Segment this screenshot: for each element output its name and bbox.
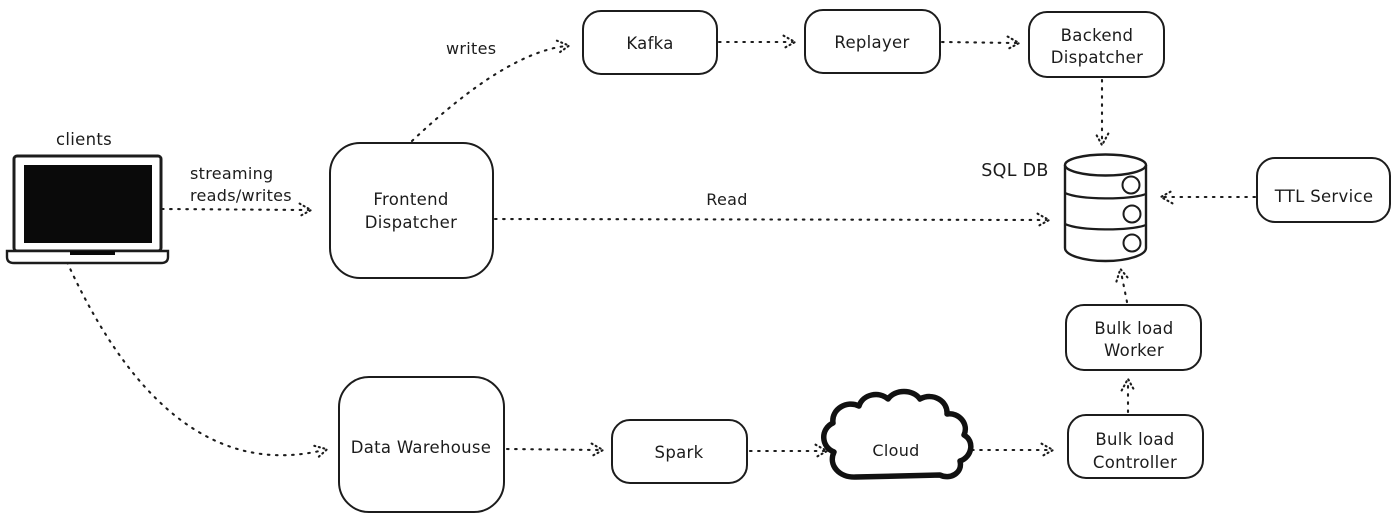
database-dot-1 bbox=[1121, 175, 1141, 195]
kafka-label: Kafka bbox=[626, 34, 673, 53]
node-replayer: Replayer bbox=[804, 9, 941, 74]
arrow-clients-to-data-warehouse bbox=[65, 260, 324, 455]
arrow-frontend-dispatcher-to-kafka bbox=[410, 46, 566, 143]
bulk-load-worker-label-line1: Bulk load bbox=[1094, 319, 1173, 338]
node-spark: Spark bbox=[611, 419, 748, 484]
arrow-frontend-dispatcher-read-to-sql-db bbox=[493, 219, 1046, 220]
data-warehouse-box bbox=[338, 376, 505, 513]
edge-label-read: Read bbox=[706, 190, 747, 209]
arrow-data-warehouse-to-spark bbox=[505, 449, 600, 450]
arrow-bulk-load-worker-to-sql-db bbox=[1121, 272, 1127, 304]
node-backend-dispatcher: Backend Dispatcher bbox=[1028, 11, 1165, 78]
database-top bbox=[1063, 153, 1148, 177]
database-divider-2 bbox=[1064, 222, 1147, 231]
backend-dispatcher-label-line1: Backend bbox=[1061, 26, 1134, 45]
cloud-label: Cloud bbox=[872, 441, 919, 460]
spark-box bbox=[611, 419, 748, 484]
backend-dispatcher-label-line2: Dispatcher bbox=[1051, 48, 1143, 67]
node-bulk-load-controller: Bulk load Controller bbox=[1067, 414, 1204, 479]
bulk-load-worker-label-line2: Worker bbox=[1104, 341, 1164, 360]
replayer-label: Replayer bbox=[834, 33, 909, 52]
node-kafka: Kafka bbox=[582, 10, 718, 75]
laptop-base bbox=[5, 249, 170, 265]
bulk-load-worker-box bbox=[1065, 304, 1202, 371]
ttl-service-label: TTL Service bbox=[1274, 187, 1374, 206]
node-frontend-dispatcher: Frontend Dispatcher bbox=[329, 142, 494, 279]
clients-label: clients bbox=[56, 130, 112, 149]
cloud-icon bbox=[821, 388, 974, 480]
edge-label-streaming-line1: streaming bbox=[190, 164, 274, 183]
sql-db-label: SQL DB bbox=[981, 161, 1048, 181]
backend-dispatcher-box bbox=[1028, 11, 1165, 78]
data-warehouse-label: Data Warehouse bbox=[351, 438, 492, 457]
bulk-load-controller-label-line2: Controller bbox=[1093, 453, 1177, 472]
database-dot-2 bbox=[1122, 204, 1142, 224]
edge-label-streaming-line2: reads/writes bbox=[190, 186, 292, 205]
node-sql-db: SQL DB bbox=[981, 153, 1148, 263]
node-ttl-service: TTL Service bbox=[1256, 157, 1391, 223]
kafka-box bbox=[582, 10, 718, 75]
frontend-dispatcher-label-line2: Dispatcher bbox=[365, 213, 457, 232]
laptop-screen bbox=[24, 165, 152, 243]
database-divider-1 bbox=[1064, 191, 1147, 200]
node-data-warehouse: Data Warehouse bbox=[338, 376, 505, 513]
laptop-base-notch bbox=[70, 251, 115, 255]
edge-label-writes: writes bbox=[446, 39, 496, 58]
edges-layer bbox=[65, 42, 1257, 455]
frontend-dispatcher-box bbox=[329, 142, 494, 279]
bulk-load-controller-label-line1: Bulk load bbox=[1095, 430, 1174, 449]
arrow-clients-to-frontend-dispatcher bbox=[160, 209, 308, 210]
database-cylinder-icon bbox=[1063, 153, 1148, 263]
node-bulk-load-worker: Bulk load Worker bbox=[1065, 304, 1202, 371]
frontend-dispatcher-label-line1: Frontend bbox=[373, 190, 448, 209]
ttl-service-box bbox=[1256, 157, 1391, 223]
edge-labels-layer: streaming reads/writes writes Read bbox=[190, 39, 747, 209]
spark-label: Spark bbox=[655, 443, 704, 462]
laptop-icon bbox=[5, 154, 170, 265]
bulk-load-controller-box bbox=[1067, 414, 1204, 479]
database-dot-3 bbox=[1122, 233, 1142, 253]
arrow-replayer-to-backend-dispatcher bbox=[940, 42, 1016, 43]
node-cloud: Cloud bbox=[821, 388, 974, 480]
node-clients: clients bbox=[5, 130, 170, 265]
replayer-box bbox=[804, 9, 941, 74]
